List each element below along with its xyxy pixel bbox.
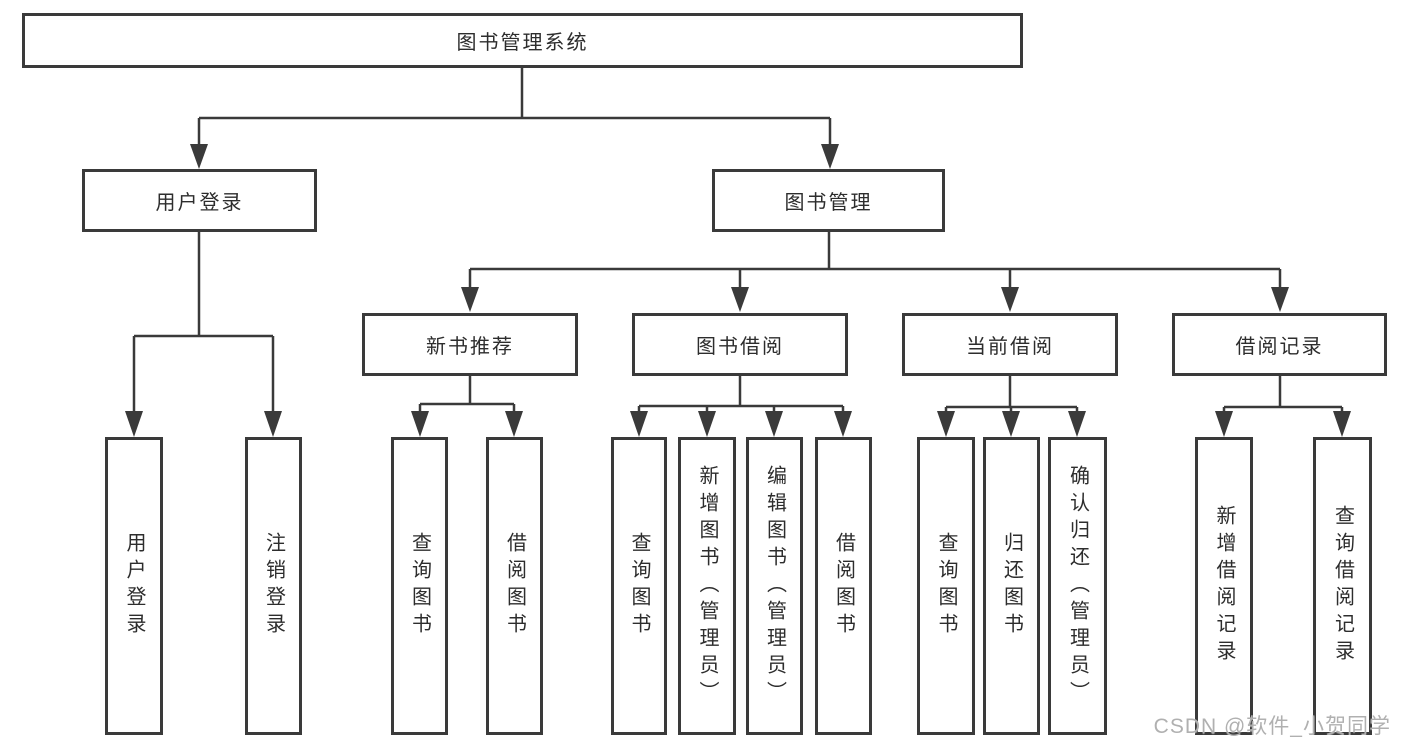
node-leaf-query-borrow-record: 查询借阅记录: [1313, 437, 1372, 735]
node-leaf-borrow-books-1: 借阅图书: [486, 437, 543, 735]
node-label: 用户登录: [155, 192, 244, 214]
node-label: 查询借阅记录: [1331, 505, 1354, 667]
node-label: 新增借阅记录: [1213, 505, 1235, 667]
node-leaf-confirm-return-admin: 确认归还（管理员）: [1048, 437, 1107, 735]
node-label: 查询图书: [408, 532, 431, 640]
watermark: CSDN @软件_小贺同学: [1153, 715, 1391, 738]
node-label: 新增图书（管理员）: [696, 464, 718, 708]
node-new-book-recommend: 新书推荐: [362, 313, 578, 376]
node-label: 图书管理系统: [456, 32, 589, 54]
node-label: 确认归还（管理员）: [1066, 464, 1089, 708]
node-user-login: 用户登录: [82, 169, 317, 232]
node-label: 图书管理: [784, 192, 873, 214]
node-current-borrow: 当前借阅: [902, 313, 1118, 376]
node-label: 查询图书: [628, 532, 650, 640]
node-label: 查询图书: [935, 532, 957, 640]
node-leaf-query-books-3: 查询图书: [917, 437, 975, 735]
node-leaf-add-books-admin: 新增图书（管理员）: [678, 437, 736, 735]
node-label: 归还图书: [1000, 532, 1023, 640]
node-leaf-edit-books-admin: 编辑图书（管理员）: [746, 437, 803, 735]
node-root: 图书管理系统: [22, 13, 1023, 68]
node-leaf-return-books: 归还图书: [983, 437, 1040, 735]
node-label: 当前借阅: [966, 336, 1054, 358]
node-label: 编辑图书（管理员）: [763, 464, 786, 708]
node-label: 借阅图书: [503, 532, 526, 640]
node-leaf-add-borrow-record: 新增借阅记录: [1195, 437, 1253, 735]
node-leaf-query-books-1: 查询图书: [391, 437, 448, 735]
node-label: 注销登录: [262, 532, 285, 640]
node-leaf-query-books-2: 查询图书: [611, 437, 667, 735]
node-label: 用户登录: [123, 532, 145, 640]
node-book-management: 图书管理: [712, 169, 945, 232]
node-label: 新书推荐: [426, 336, 514, 358]
node-leaf-logout: 注销登录: [245, 437, 302, 735]
node-leaf-borrow-books-2: 借阅图书: [815, 437, 872, 735]
node-label: 借阅记录: [1235, 336, 1324, 358]
node-book-borrow: 图书借阅: [632, 313, 848, 376]
node-label: 借阅图书: [832, 532, 855, 640]
node-label: 图书借阅: [696, 336, 784, 358]
node-borrow-records: 借阅记录: [1172, 313, 1387, 376]
node-leaf-user-login: 用户登录: [105, 437, 163, 735]
